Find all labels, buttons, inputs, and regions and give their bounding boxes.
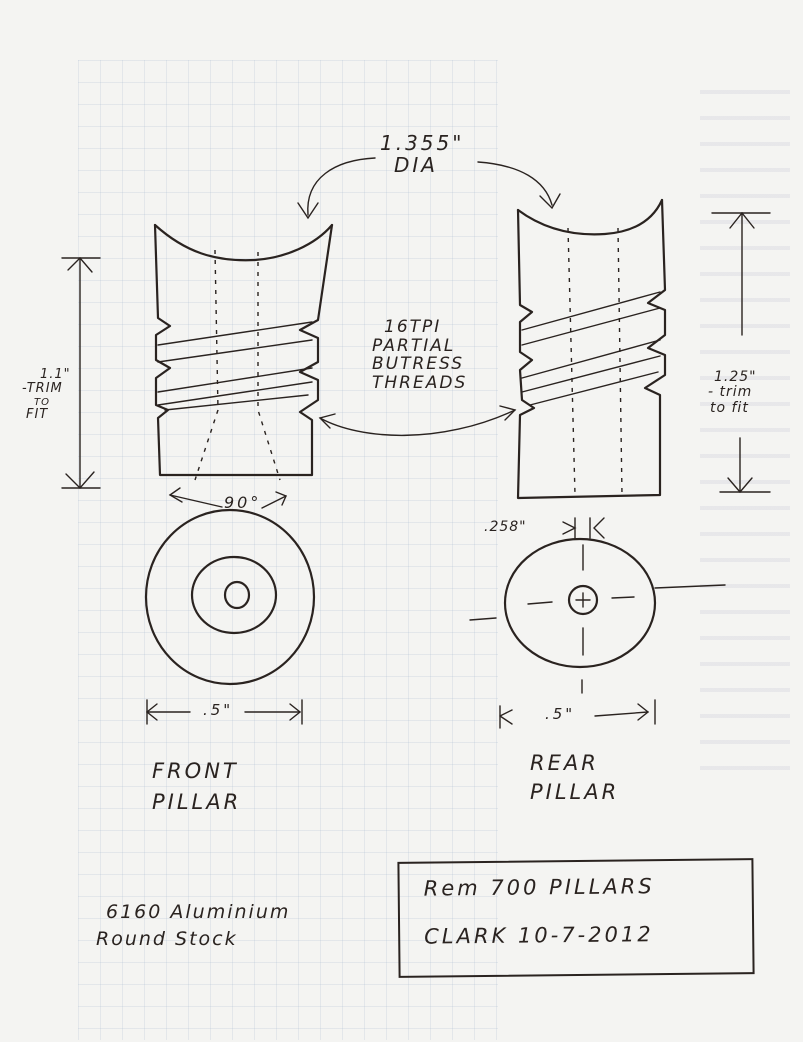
front-height-label: 1.1" -TRIM TO FIT bbox=[22, 367, 71, 422]
title-block-line2: CLARK 10-7-2012 bbox=[424, 922, 654, 949]
diameter-label: 1.355" DIA bbox=[380, 131, 465, 177]
rear-pillar-side-view bbox=[516, 198, 667, 500]
title-block: Rem 700 PILLARS CLARK 10-7-2012 bbox=[397, 858, 755, 978]
front-width-label: .5" bbox=[203, 701, 234, 719]
rear-pillar-end-view bbox=[469, 537, 726, 694]
rear-hole-label: .258" bbox=[484, 519, 527, 535]
show-through-writing bbox=[700, 90, 790, 790]
front-pillar-name: FRONT PILLAR bbox=[152, 759, 242, 815]
title-block-line1: Rem 700 PILLARS bbox=[423, 874, 655, 901]
front-pillar-end-view bbox=[144, 508, 316, 686]
diameter-callout-arrows bbox=[297, 157, 561, 220]
front-width-dimension bbox=[145, 699, 303, 725]
rear-width-dimension bbox=[499, 699, 656, 729]
material-note: 6160 Aluminium Round Stock bbox=[96, 901, 291, 950]
rear-height-label: 1.25" - trim to fit bbox=[708, 369, 757, 416]
graph-paper-background bbox=[78, 60, 498, 1040]
front-height-dimension bbox=[61, 256, 101, 490]
rear-height-dimension bbox=[711, 211, 771, 494]
rear-pillar-name: REAR PILLAR bbox=[530, 751, 620, 805]
front-angle-arrows bbox=[168, 487, 287, 509]
rear-width-label: .5" bbox=[545, 705, 576, 723]
front-pillar-side-view bbox=[153, 223, 334, 481]
thread-callout-arrows bbox=[318, 405, 517, 437]
front-angle-label: 90° bbox=[224, 493, 262, 512]
threads-label: 16TPI PARTIAL BUTRESS THREADS bbox=[372, 317, 468, 394]
rear-hole-dimension bbox=[562, 517, 605, 539]
